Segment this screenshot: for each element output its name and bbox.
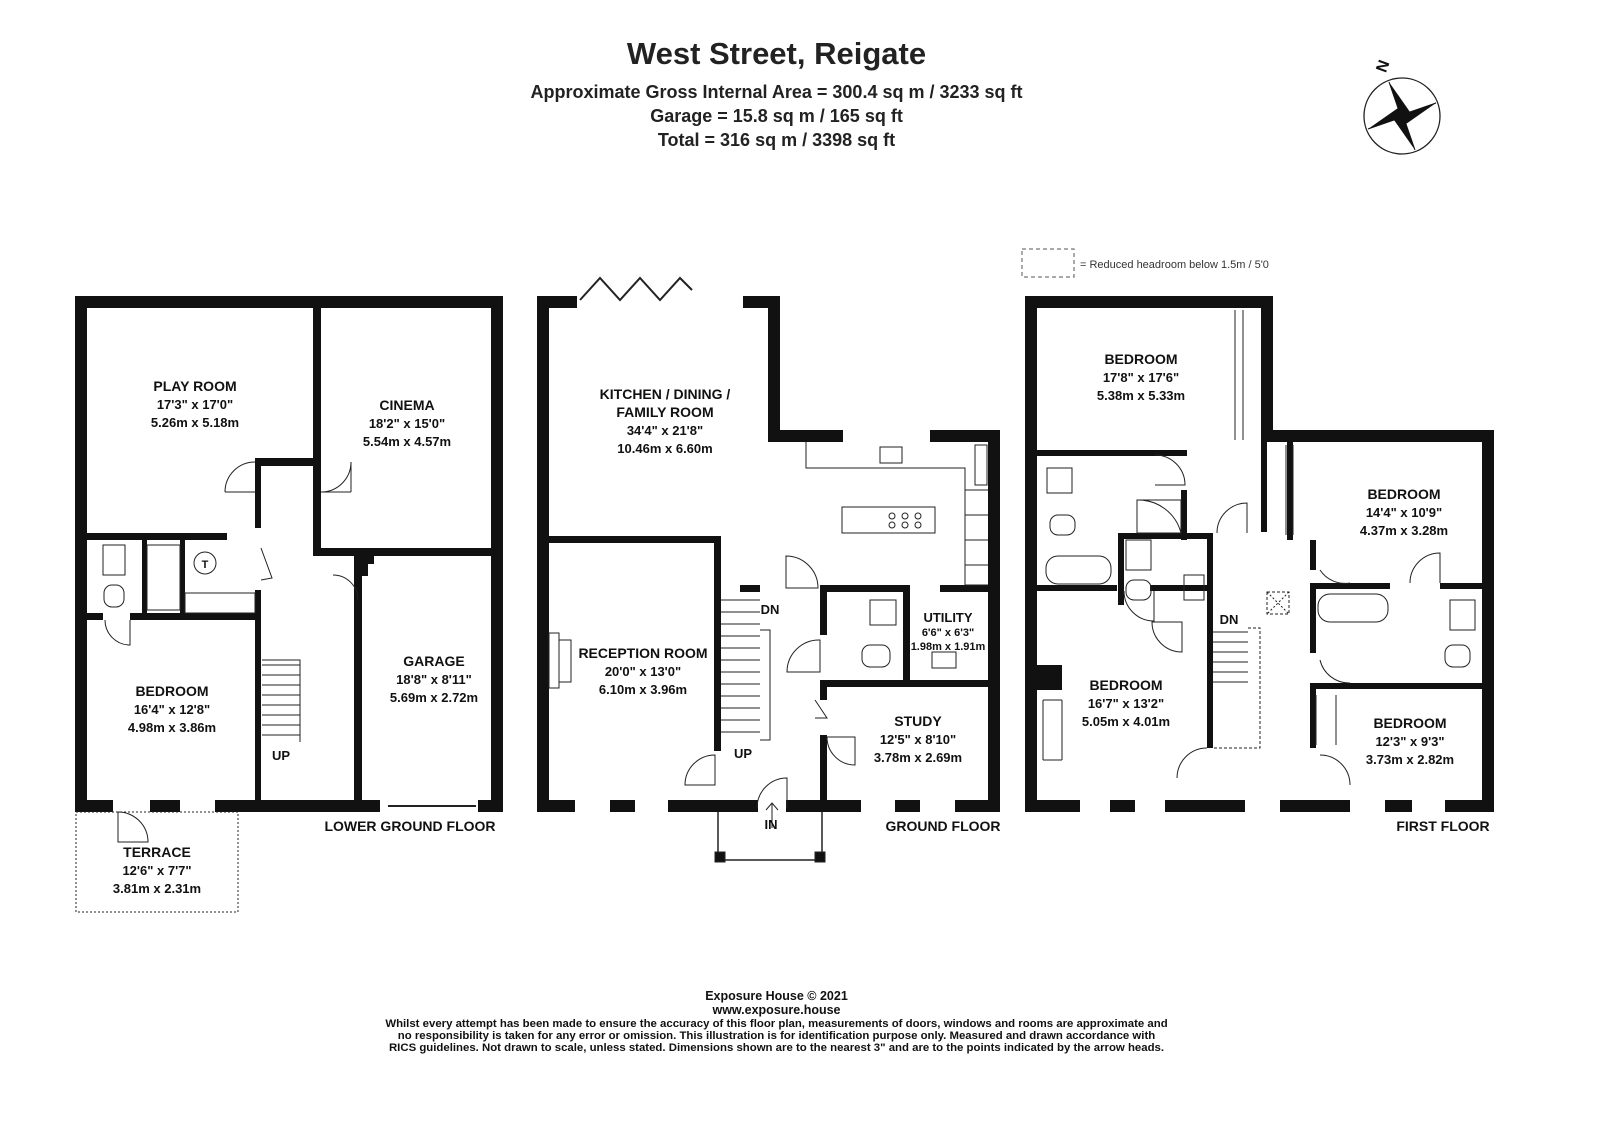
reduced-headroom-legend-text: = Reduced headroom below 1.5m / 5'0 [1080, 259, 1269, 271]
disclaimer-line-2: no responsibility is taken for any error… [397, 1030, 1156, 1042]
room-play-room: PLAY ROOM 17'3" x 17'0" 5.26m x 5.18m [151, 378, 239, 430]
lower-ground-fixtures [75, 461, 476, 913]
floor-label-first: FIRST FLOOR [1396, 818, 1489, 834]
ground-stairs-down-label: DN [761, 602, 780, 617]
lower-ground-floor-plan [75, 296, 503, 812]
compass-north-label: N [1374, 58, 1394, 75]
room-metric: 6.10m x 3.96m [599, 682, 687, 697]
room-imperial: 16'7" x 13'2" [1088, 696, 1164, 711]
room-imperial: 12'3" x 9'3" [1375, 734, 1444, 749]
room-imperial: 17'3" x 17'0" [157, 397, 233, 412]
room-bedroom-3: BEDROOM 16'7" x 13'2" 5.05m x 4.01m [1082, 677, 1170, 729]
room-metric: 3.78m x 2.69m [874, 750, 962, 765]
room-cinema: CINEMA 18'2" x 15'0" 5.54m x 4.57m [363, 397, 451, 449]
entrance-label: IN [765, 817, 778, 832]
room-lower-bedroom: BEDROOM 16'4" x 12'8" 4.98m x 3.86m [128, 683, 216, 735]
room-imperial: 18'8" x 8'11" [396, 672, 472, 687]
floor-label-lower-ground: LOWER GROUND FLOOR [324, 818, 495, 834]
first-floor-fixtures [1042, 310, 1476, 786]
room-imperial: 6'6" x 6'3" [922, 627, 974, 639]
room-metric: 3.73m x 2.82m [1366, 752, 1454, 767]
room-name: STUDY [894, 713, 942, 729]
room-name: BEDROOM [1367, 486, 1440, 502]
room-name: RECEPTION ROOM [578, 645, 707, 661]
room-bedroom-1: BEDROOM 17'8" x 17'6" 5.38m x 5.33m [1097, 351, 1185, 403]
first-stairs-down-label: DN [1220, 612, 1239, 627]
room-metric: 5.69m x 2.72m [390, 690, 478, 705]
room-metric: 4.98m x 3.86m [128, 720, 216, 735]
room-imperial: 16'4" x 12'8" [134, 702, 210, 717]
room-metric: 5.26m x 5.18m [151, 415, 239, 430]
website-text: www.exposure.house [712, 1003, 841, 1017]
floor-label-ground: GROUND FLOOR [885, 818, 1000, 834]
compass-icon: N [1363, 58, 1441, 155]
room-terrace: TERRACE 12'6" x 7'7" 3.81m x 2.31m [113, 844, 201, 896]
room-metric: 5.54m x 4.57m [363, 434, 451, 449]
room-metric: 5.05m x 4.01m [1082, 714, 1170, 729]
ground-stairs-up-label: UP [734, 746, 752, 761]
room-metric: 5.38m x 5.33m [1097, 388, 1185, 403]
room-name: TERRACE [123, 844, 191, 860]
room-reception: RECEPTION ROOM 20'0" x 13'0" 6.10m x 3.9… [578, 645, 707, 697]
room-imperial: 20'0" x 13'0" [605, 664, 681, 679]
room-name: BEDROOM [1104, 351, 1177, 367]
room-imperial: 14'4" x 10'9" [1366, 505, 1442, 520]
ground-fixtures [548, 276, 988, 863]
room-name: BEDROOM [1089, 677, 1162, 693]
room-bedroom-2: BEDROOM 14'4" x 10'9" 4.37m x 3.28m [1360, 486, 1448, 538]
copyright-text: Exposure House © 2021 [705, 989, 848, 1003]
room-metric: 1.98m x 1.91m [911, 641, 986, 653]
room-metric: 4.37m x 3.28m [1360, 523, 1448, 538]
boiler-label: T [202, 559, 209, 571]
floor-plan-drawing: N [75, 58, 1494, 913]
gross-internal-area: Approximate Gross Internal Area = 300.4 … [530, 82, 1023, 102]
plan-title: West Street, Reigate [626, 36, 927, 71]
room-name-line2: FAMILY ROOM [616, 404, 713, 420]
room-imperial: 12'6" x 7'7" [122, 863, 191, 878]
room-name-line1: KITCHEN / DINING / [600, 386, 731, 402]
room-imperial: 12'5" x 8'10" [880, 732, 956, 747]
room-imperial: 17'8" x 17'6" [1103, 370, 1179, 385]
room-metric: 3.81m x 2.31m [113, 881, 201, 896]
room-name: BEDROOM [1373, 715, 1446, 731]
room-bedroom-4: BEDROOM 12'3" x 9'3" 3.73m x 2.82m [1366, 715, 1454, 767]
room-imperial: 18'2" x 15'0" [369, 416, 445, 431]
room-name: UTILITY [923, 610, 972, 625]
total-area: Total = 316 sq m / 3398 sq ft [657, 130, 896, 150]
room-name: BEDROOM [135, 683, 208, 699]
reduced-headroom-legend-box [1021, 248, 1075, 278]
room-imperial: 34'4" x 21'8" [627, 423, 703, 438]
ground-floor-plan [537, 296, 1000, 812]
room-name: CINEMA [379, 397, 434, 413]
room-study: STUDY 12'5" x 8'10" 3.78m x 2.69m [874, 713, 962, 765]
first-floor-plan [1025, 296, 1494, 812]
room-garage: GARAGE 18'8" x 8'11" 5.69m x 2.72m [390, 653, 478, 705]
room-name: GARAGE [403, 653, 464, 669]
garage-area: Garage = 15.8 sq m / 165 sq ft [650, 106, 903, 126]
disclaimer-line-1: Whilst every attempt has been made to en… [385, 1018, 1168, 1030]
room-utility: UTILITY 6'6" x 6'3" 1.98m x 1.91m [911, 610, 986, 653]
room-metric: 10.46m x 6.60m [617, 441, 712, 456]
room-name: PLAY ROOM [153, 378, 236, 394]
disclaimer-line-3: RICS guidelines. Not drawn to scale, unl… [388, 1042, 1165, 1054]
lower-stairs-up-label: UP [272, 748, 290, 763]
room-kitchen-dining-family: KITCHEN / DINING / FAMILY ROOM 34'4" x 2… [600, 386, 731, 456]
